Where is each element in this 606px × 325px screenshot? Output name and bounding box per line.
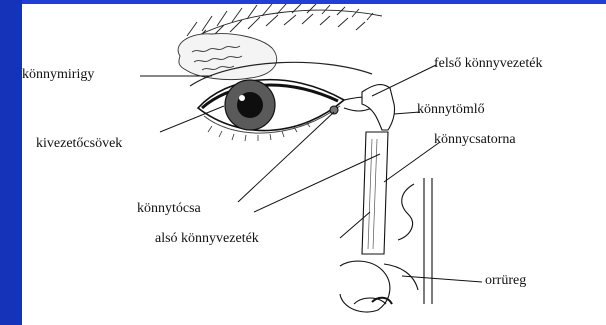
label-lower-canaliculus: alsó könnyvezeték (155, 231, 259, 247)
lacrimal-diagram: könnymirigy kivezetőcsövek könnytócsa al… (22, 4, 606, 325)
label-lacrimal-gland: könnymirigy (22, 67, 94, 83)
nasolacrimal-canal (362, 132, 388, 254)
lacrimal-ducts (330, 85, 395, 130)
eye (198, 80, 344, 141)
label-excretory-ducts: kivezetőcsövek (36, 136, 122, 152)
label-lacrimal-lake: könnytócsa (137, 201, 201, 217)
left-accent-bar (0, 0, 22, 325)
label-upper-canaliculus: felső könnyvezeték (434, 56, 542, 72)
lacrimal-gland (178, 34, 277, 80)
label-nasolacrimal-duct: könnycsatorna (434, 132, 516, 148)
label-nasal-cavity: orrüreg (485, 273, 526, 289)
label-lacrimal-sac: könnytömlő (417, 102, 485, 118)
